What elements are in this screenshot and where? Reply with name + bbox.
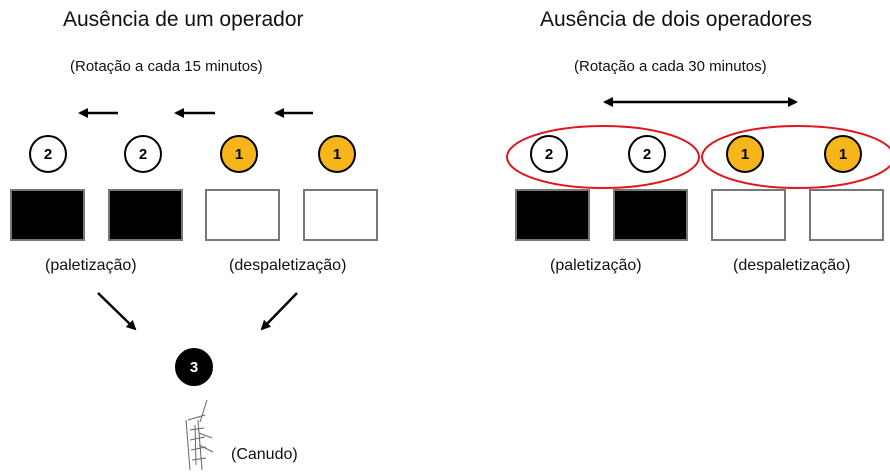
- pallet-box-empty: [303, 189, 378, 241]
- pallet-box-filled: [108, 189, 183, 241]
- left-subtitle: (Rotação a cada 15 minutos): [70, 58, 263, 75]
- operator-circle: 1: [220, 135, 258, 173]
- operator-circle: 2: [628, 135, 666, 173]
- pallet-box-filled: [515, 189, 590, 241]
- label-despaletizacao: (despaletização): [733, 257, 851, 274]
- pallet-box-empty: [711, 189, 786, 241]
- group-ellipse-2: [506, 125, 700, 189]
- pallet-box-filled: [10, 189, 85, 241]
- down-right-arrow-icon: [97, 292, 137, 331]
- operator-circle: 2: [530, 135, 568, 173]
- label-paletizacao: (paletização): [550, 257, 642, 274]
- right-subtitle: (Rotação a cada 30 minutos): [574, 58, 767, 75]
- label-despaletizacao: (despaletização): [229, 257, 347, 274]
- group-ellipse-1: [701, 125, 890, 189]
- operator-circle: 1: [318, 135, 356, 173]
- down-left-arrow-icon: [260, 292, 298, 331]
- left-title: Ausência de um operador: [63, 8, 304, 31]
- operator-circle: 2: [124, 135, 162, 173]
- right-title: Ausência de dois operadores: [540, 8, 813, 31]
- label-canudo: (Canudo): [231, 446, 298, 463]
- operator-circle: 1: [824, 135, 862, 173]
- pallet-box-empty: [205, 189, 280, 241]
- operator-circle: 2: [29, 135, 67, 173]
- pallet-box-empty: [809, 189, 884, 241]
- canudo-tool-icon: [185, 399, 214, 471]
- operator-circle-3: 3: [175, 348, 213, 386]
- label-paletizacao: (paletização): [45, 257, 137, 274]
- pallet-box-filled: [613, 189, 688, 241]
- operator-circle: 1: [726, 135, 764, 173]
